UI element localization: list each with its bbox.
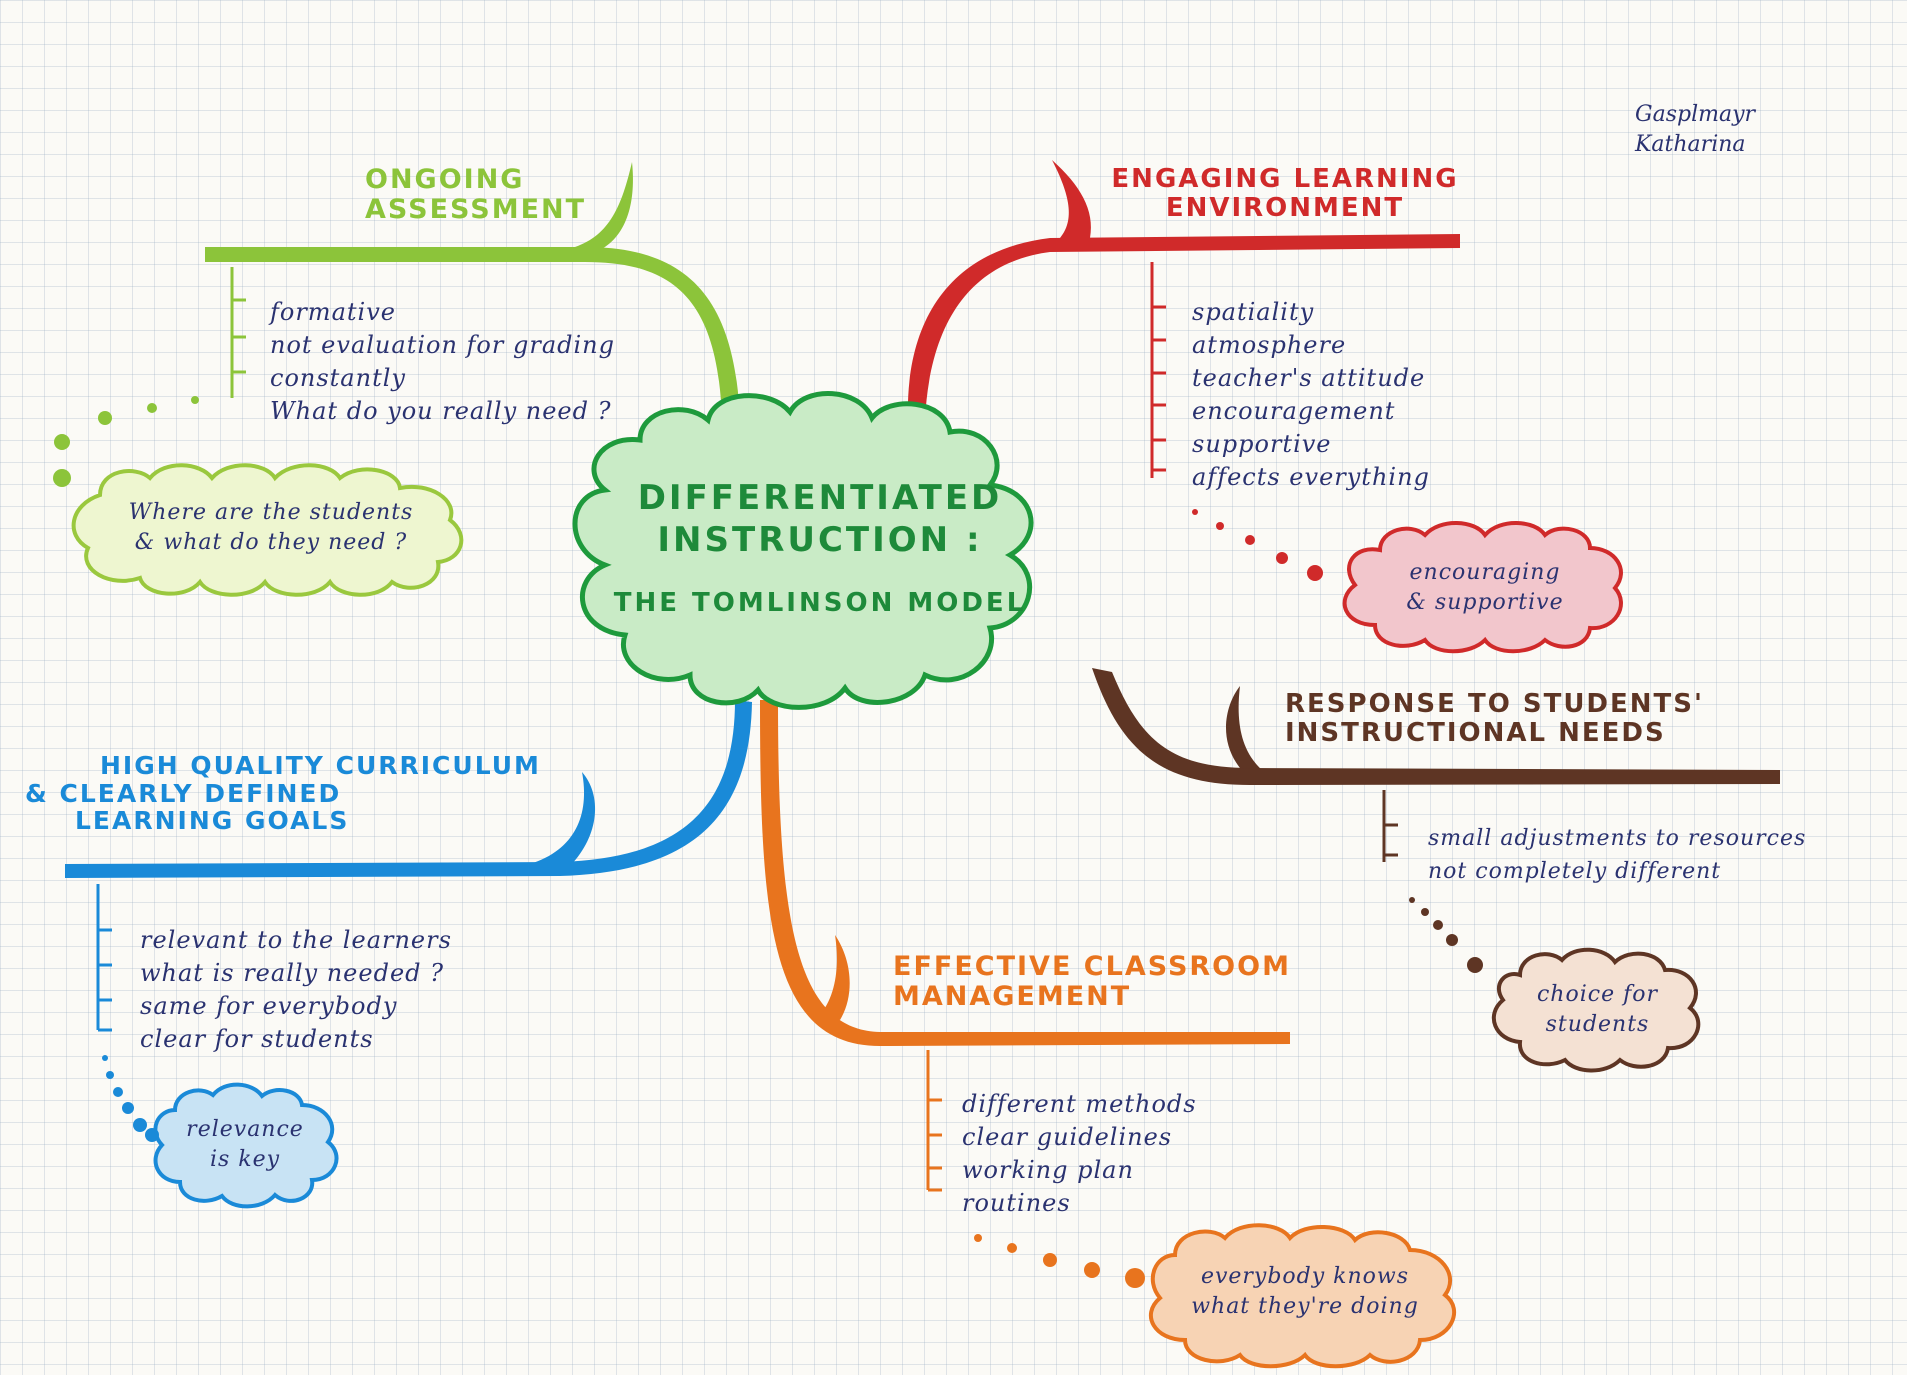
author-name: Gasplmayr Katharina [1635,100,1755,160]
assessment-bubble-line1: Where are the students [128,500,414,525]
curriculum-item: what is really needed ? [140,959,445,987]
center-title-line1: DIFFERENTIATED [637,478,1003,518]
management-item: different methods [962,1090,1197,1118]
needs-item: not completely different [1428,859,1722,884]
assessment-bubble-text: Where are the students & what do they ne… [92,498,450,558]
assessment-bubble [71,463,464,597]
needs-dots [1409,897,1483,973]
assessment-item: formative [270,298,396,326]
needs-title: RESPONSE TO STUDENTS' INSTRUCTIONAL NEED… [1285,690,1704,747]
management-bubble-line2: what they're doing [1191,1294,1419,1319]
assessment-item: not evaluation for grading [270,331,615,359]
assessment-item: What do you really need ? [270,397,612,425]
environment-title: ENGAGING LEARNING ENVIRONMENT [1090,165,1480,222]
management-branch [760,700,1290,1192]
management-title-line1: EFFECTIVE CLASSROOM [893,951,1291,982]
assessment-title-line1: ONGOING [365,164,525,195]
curriculum-title: HIGH QUALITY CURRICULUM & CLEARLY DEFINE… [25,752,541,835]
curriculum-bubble-line2: is key [209,1147,281,1172]
assessment-title: ONGOING ASSESSMENT [365,165,586,224]
environment-bubble-text: encouraging & supportive [1360,558,1610,618]
management-items: different methods clear guidelines worki… [962,1088,1197,1220]
management-title-line2: MANAGEMENT [893,980,1132,1012]
curriculum-title-line1: HIGH QUALITY CURRICULUM [100,751,541,780]
curriculum-item: relevant to the learners [140,926,452,954]
environment-items: spatiality atmosphere teacher's attitude… [1192,296,1430,494]
center-title-line2: INSTRUCTION : [657,520,983,560]
curriculum-bubble [153,1082,339,1209]
management-bubble [1148,1223,1457,1369]
curriculum-item: same for everybody [140,992,398,1020]
needs-title-line1: RESPONSE TO STUDENTS' [1285,689,1704,719]
needs-bubble-line1: choice for [1536,982,1658,1007]
management-item: routines [962,1189,1071,1217]
management-item: clear guidelines [962,1123,1173,1151]
environment-title-line2: ENVIRONMENT [1165,192,1405,223]
needs-branch [1092,668,1780,862]
curriculum-title-line3: LEARNING GOALS [75,806,350,835]
assessment-title-line2: ASSESSMENT [365,193,587,225]
central-topic: DIFFERENTIATED INSTRUCTION : THE TOMLINS… [600,478,1040,618]
assessment-items: formative not evaluation for grading con… [270,296,615,428]
curriculum-title-line2: & CLEARLY DEFINED [25,778,342,808]
environment-item: supportive [1192,430,1332,458]
assessment-item: constantly [270,364,406,392]
needs-bubble-line2: students [1545,1012,1650,1037]
environment-bubble-line2: & supportive [1406,590,1564,615]
curriculum-items: relevant to the learners what is really … [140,924,452,1056]
management-dots [974,1234,1145,1288]
author-first-name: Katharina [1635,132,1746,157]
needs-bubble [1491,947,1701,1073]
management-title: EFFECTIVE CLASSROOM MANAGEMENT [893,952,1291,1011]
curriculum-bubble-text: relevance is key [160,1115,330,1175]
environment-item: atmosphere [1192,331,1347,359]
author-last-name: Gasplmayr [1635,102,1756,127]
needs-items: small adjustments to resources not compl… [1428,822,1806,888]
assessment-dots [53,396,199,487]
environment-bubble-line1: encouraging [1409,560,1561,585]
needs-bubble-text: choice for students [1505,980,1690,1040]
central-cloud [572,391,1034,710]
environment-item: encouragement [1192,397,1396,425]
environment-dots [1192,509,1323,581]
needs-item: small adjustments to resources [1428,826,1807,851]
management-bubble-text: everybody knows what they're doing [1155,1262,1455,1322]
environment-item: spatiality [1192,298,1315,326]
environment-title-line1: ENGAGING LEARNING [1111,164,1459,194]
needs-title-line2: INSTRUCTIONAL NEEDS [1285,717,1666,748]
environment-bubble [1342,521,1623,654]
assessment-branch [205,162,740,420]
curriculum-bubble-line1: relevance [186,1117,304,1142]
curriculum-item: clear for students [140,1025,374,1053]
management-item: working plan [962,1156,1134,1184]
environment-branch [907,160,1460,478]
management-bubble-line1: everybody knows [1200,1264,1410,1289]
center-subtitle: THE TOMLINSON MODEL [613,588,1027,618]
environment-item: teacher's attitude [1192,364,1426,392]
environment-item: affects everything [1192,463,1430,491]
curriculum-dots [102,1055,159,1142]
curriculum-branch [65,700,752,1032]
assessment-bubble-line2: & what do they need ? [134,530,408,555]
